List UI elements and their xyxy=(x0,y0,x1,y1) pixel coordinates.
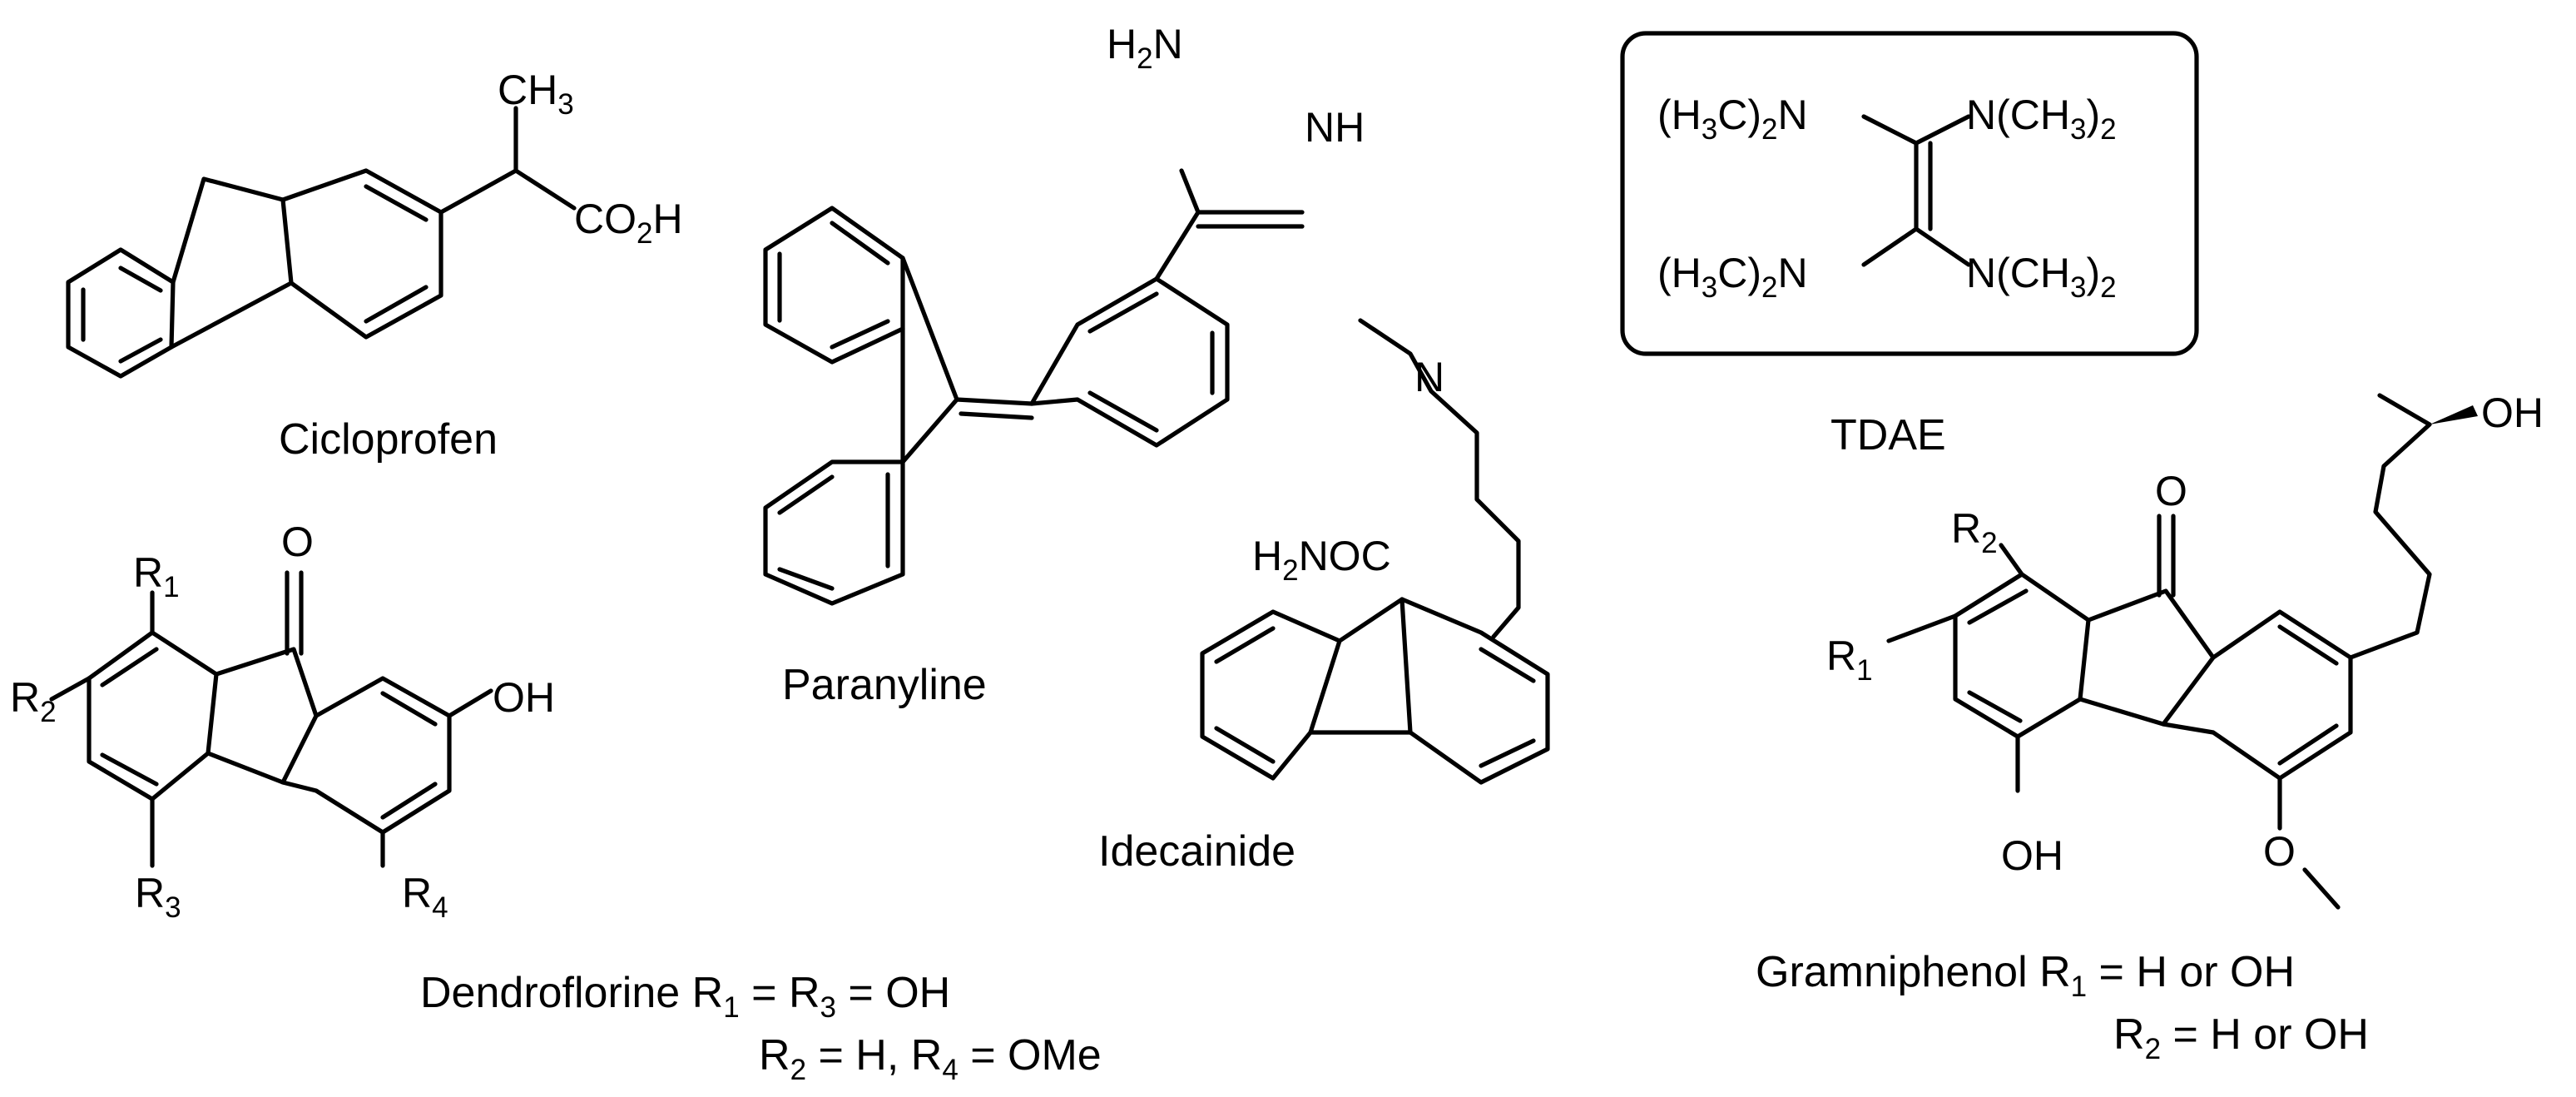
gramniphenol-ring-hydroxyl: OH xyxy=(2001,832,2063,879)
dendroflorine-r1: R1 xyxy=(133,549,180,603)
dendroflorine-hydroxyl: OH xyxy=(493,674,555,721)
gramniphenol-carbonyl: O xyxy=(2155,468,2187,514)
idecainide-amide: H2NOC xyxy=(1252,533,1391,587)
tdae-group-top-right: N(CH3)2 xyxy=(1966,92,2117,146)
dendroflorine-carbonyl: O xyxy=(281,519,314,565)
dendroflorine-r3: R3 xyxy=(135,870,181,924)
gramniphenol-caption-line1: Gramniphenol R1 = H or OH xyxy=(1756,948,2295,1003)
idecainide-structure xyxy=(1200,318,1550,785)
dendroflorine-r4: R4 xyxy=(402,870,448,924)
gramniphenol-side-hydroxyl: OH xyxy=(2481,390,2544,436)
dendroflorine-r2: R2 xyxy=(10,674,57,728)
dendroflorine-structure xyxy=(49,570,493,868)
tdae-group-top-left: (H3C)2N xyxy=(1657,92,1808,146)
gramniphenol-methoxy-oxygen: O xyxy=(2263,828,2296,875)
paranyline-amine: H2N xyxy=(1107,21,1183,75)
paranyline-name: Paranyline xyxy=(782,661,987,709)
idecainide-name: Idecainide xyxy=(1098,827,1295,876)
cicloprofen-name: Cicloprofen xyxy=(279,415,498,464)
tdae-group-bottom-right: N(CH3)2 xyxy=(1966,250,2117,304)
gramniphenol-r1: R1 xyxy=(1826,633,1873,687)
gramniphenol-wedge-bond xyxy=(2430,405,2478,424)
idecainide-dimethylamino: N xyxy=(1414,354,1444,400)
cicloprofen-methyl: CH3 xyxy=(498,67,574,121)
tdae-structure xyxy=(1620,31,2199,356)
cicloprofen-structure xyxy=(66,106,577,379)
gramniphenol-structure xyxy=(1886,393,2432,910)
paranyline-imine: NH xyxy=(1305,104,1365,151)
tdae-name: TDAE xyxy=(1830,411,1946,459)
gramniphenol-r2: R2 xyxy=(1951,505,1998,559)
gramniphenol-caption-line2: R2 = H or OH xyxy=(2113,1010,2369,1065)
dendroflorine-caption-line1: Dendroflorine R1 = R3 = OH xyxy=(420,969,950,1024)
tdae-group-bottom-left: (H3C)2N xyxy=(1657,250,1808,304)
cicloprofen-acid-group: CO2H xyxy=(574,196,683,250)
paranyline-structure xyxy=(763,168,1305,606)
dendroflorine-caption-line2: R2 = H, R4 = OMe xyxy=(759,1031,1102,1086)
